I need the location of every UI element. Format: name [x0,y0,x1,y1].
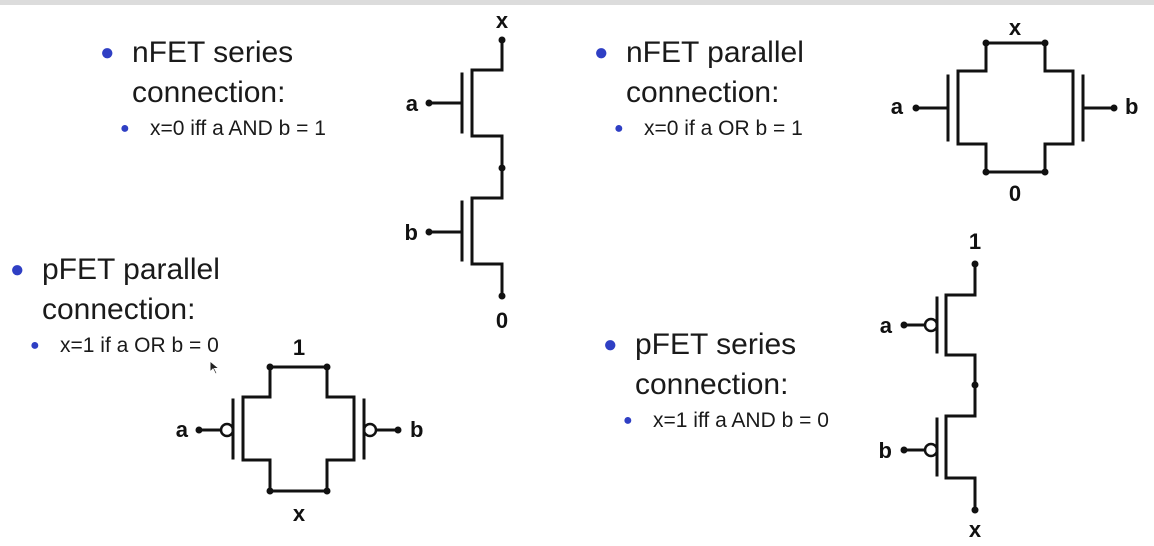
nfet-parallel-detail: x=0 if a OR b = 1 [644,117,803,140]
nfet-series-gate-a-label: a [406,91,419,116]
top-edge-bar [0,0,1154,5]
sub-bullet-icon: ● [614,120,624,137]
pfet-parallel-detail: x=1 if a OR b = 0 [60,334,219,357]
sub-bullet-icon: ● [30,337,40,354]
pfet-series-bottom-label: x [969,517,982,542]
nfet-series-gate-b-label: b [405,220,418,245]
nfet-parallel-text: ● nFET parallel connection: ● x=0 if a O… [594,33,804,143]
bullet-icon: ● [100,39,115,66]
pfet-parallel-gate-b-label: b [410,417,423,442]
nfet-parallel-gate-b-label: b [1125,94,1138,119]
bullet-icon: ● [10,256,25,283]
junction-dots [195,36,1118,514]
pfet-series-gate-b-label: b [879,438,892,463]
pfet-series-gate-a-label: a [880,313,893,338]
pfet-parallel-bottom-label: x [293,501,306,526]
sub-bullet-icon: ● [623,412,633,429]
bullet-icon: ● [603,331,618,358]
pfet-parallel-title-line2: connection: [42,293,196,326]
nfet-series-circuit [427,38,504,298]
bullet-icon: ● [594,39,609,66]
pfet-parallel-circuit [197,365,400,493]
nfet-series-top-label: x [496,8,509,33]
nfet-series-title-line2: connection: [132,76,286,109]
pfet-parallel-text: ● pFET parallel connection: ● x=1 if a O… [10,250,220,360]
pfet-parallel-gate-a-label: a [176,417,189,442]
pfet-parallel-title-line1: pFET parallel [42,253,220,286]
nfet-series-bottom-label: 0 [496,308,508,333]
pfet-series-title-line2: connection: [635,368,789,401]
sub-bullet-icon: ● [120,120,130,137]
pfet-series-detail: x=1 iff a AND b = 0 [653,409,829,432]
mouse-cursor-icon [209,360,221,375]
nfet-parallel-gate-a-label: a [891,94,904,119]
nfet-parallel-bottom-label: 0 [1009,181,1021,206]
pfet-series-text: ● pFET series connection: ● x=1 iff a AN… [603,325,829,435]
nfet-parallel-top-label: x [1009,15,1022,40]
nfet-series-title-line1: nFET series [132,36,294,69]
nfet-parallel-title-line2: connection: [626,76,780,109]
pfet-parallel-top-label: 1 [293,335,305,360]
nfet-parallel-circuit [914,41,1116,174]
pfet-series-title-line1: pFET series [635,328,797,361]
pfet-series-circuit [902,262,977,512]
pfet-series-top-label: 1 [969,229,981,254]
nfet-series-detail: x=0 iff a AND b = 1 [150,117,326,140]
nfet-series-text: ● nFET series connection: ● x=0 iff a AN… [100,33,326,143]
nfet-parallel-title-line1: nFET parallel [626,36,804,69]
